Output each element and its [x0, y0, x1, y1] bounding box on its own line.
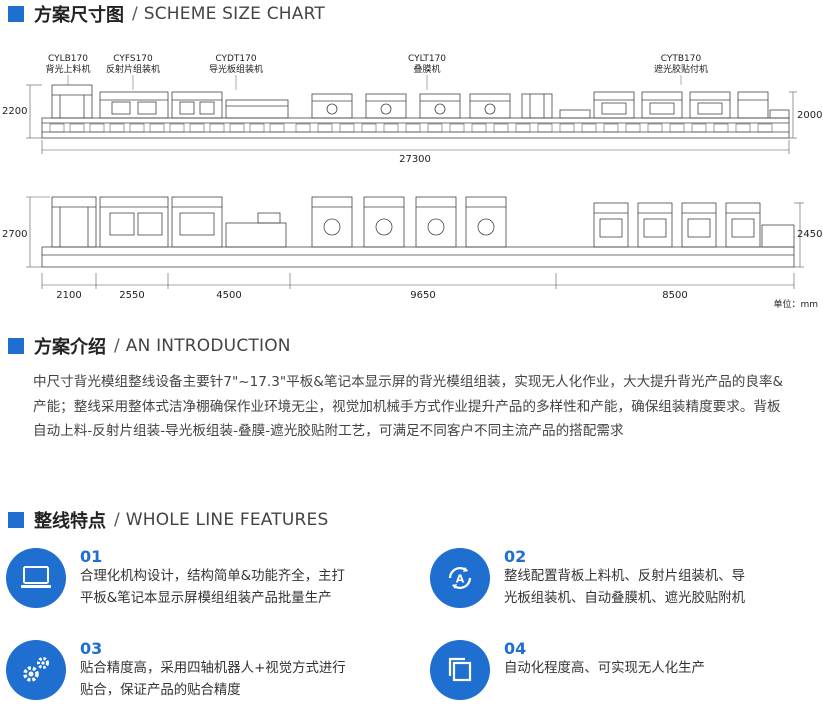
feature-text-line: 合理化机构设计，结构简单&功能齐全，主打 [80, 569, 345, 584]
height-left-dim: 2200 [2, 106, 27, 117]
svg-text:A: A [456, 573, 465, 586]
section-title-cn: 方案介绍 [34, 337, 106, 358]
section-title-cn: 方案尺寸图 [34, 5, 124, 26]
section-separator: / [114, 510, 120, 530]
feature-text-line: 自动化程度高、可实现无人化生产 [504, 661, 705, 676]
feature-text-line: 贴合精度高，采用四轴机器人+视觉方式进行 [80, 661, 346, 676]
feature-text-line: 光板组装机、自动叠膜机、遮光胶贴附机 [504, 591, 746, 606]
machine-name-3: 导光板组装机 [209, 63, 263, 75]
feature-text-line: 整线配置背板上料机、反射片组装机、导 [504, 569, 746, 584]
section-marker-icon [8, 512, 24, 528]
section-header-features: 整线特点 / WHOLE LINE FEATURES [8, 508, 328, 532]
intro-paragraph: 中尺寸背光模组整线设备主要针7"~17.3"平板&笔记本显示屏的背光模组组装，实… [33, 374, 784, 439]
copy-layers-icon [430, 640, 490, 700]
machine-code-1: CYLB170 [48, 54, 88, 64]
unit-label: 单位：mm [773, 298, 818, 310]
feature-item-4: 04 自动化程度高、可实现无人化生产 [430, 640, 705, 700]
section-marker-icon [8, 6, 24, 22]
machine-code-2: CYFS170 [113, 54, 153, 64]
automation-cycle-icon: A [430, 548, 490, 608]
machine-name-2: 反射片组装机 [106, 63, 160, 75]
laptop-icon [6, 548, 66, 608]
machine-code-5: CYTB170 [661, 54, 702, 64]
feature-text-line: 平板&笔记本显示屏模组组装产品批量生产 [80, 591, 332, 606]
section-title-en: SCHEME SIZE CHART [143, 4, 325, 24]
segment-dim-5: 8500 [662, 290, 687, 301]
feature-item-2: A 02 整线配置背板上料机、反射片组装机、导 光板组装机、自动叠膜机、遮光胶贴… [430, 548, 745, 610]
machine-name-4: 叠膜机 [413, 63, 440, 75]
feature-text-line: 贴合，保证产品的贴合精度 [80, 683, 241, 698]
segment-dim-1: 2100 [56, 290, 81, 301]
section-title-en: WHOLE LINE FEATURES [125, 510, 329, 530]
segment-dim-4: 9650 [410, 290, 435, 301]
segment-dim-3: 4500 [216, 290, 241, 301]
machine-name-5: 遮光胶贴付机 [654, 63, 708, 75]
feature-item-3: 03 贴合精度高，采用四轴机器人+视觉方式进行 贴合，保证产品的贴合精度 [6, 640, 346, 702]
height-right-dim: 2000 [797, 110, 822, 121]
machine-name-1: 背光上料机 [45, 63, 90, 75]
feature-item-1: 01 合理化机构设计，结构简单&功能齐全，主打 平板&笔记本显示屏模组组装产品批… [6, 548, 345, 610]
section-title-en: AN INTRODUCTION [125, 336, 291, 356]
feature-number: 04 [504, 639, 527, 658]
machine-code-4: CYLT170 [408, 54, 446, 64]
feature-number: 01 [80, 547, 103, 566]
machine-code-3: CYDT170 [215, 54, 257, 64]
segment-dim-2: 2550 [119, 290, 144, 301]
section-separator: / [114, 336, 120, 356]
feature-number: 02 [504, 547, 527, 566]
height-left-dim: 2700 [2, 229, 27, 240]
section-separator: / [132, 4, 138, 24]
section-header-size-chart: 方案尺寸图 / SCHEME SIZE CHART [8, 2, 325, 26]
gears-icon [6, 640, 66, 700]
line-layout-diagram-bottom: 2700 2450 2100 2550 4500 9650 8500 单位：mm [2, 196, 822, 310]
feature-number: 03 [80, 639, 103, 658]
section-header-intro: 方案介绍 / AN INTRODUCTION [8, 334, 291, 358]
line-layout-diagram-top: CYLB170 背光上料机 CYFS170 反射片组装机 CYDT170 导光板… [2, 54, 822, 165]
section-title-cn: 整线特点 [34, 511, 106, 532]
height-right-dim: 2450 [797, 229, 822, 240]
section-marker-icon [8, 338, 24, 354]
total-length-dim: 27300 [399, 154, 431, 165]
